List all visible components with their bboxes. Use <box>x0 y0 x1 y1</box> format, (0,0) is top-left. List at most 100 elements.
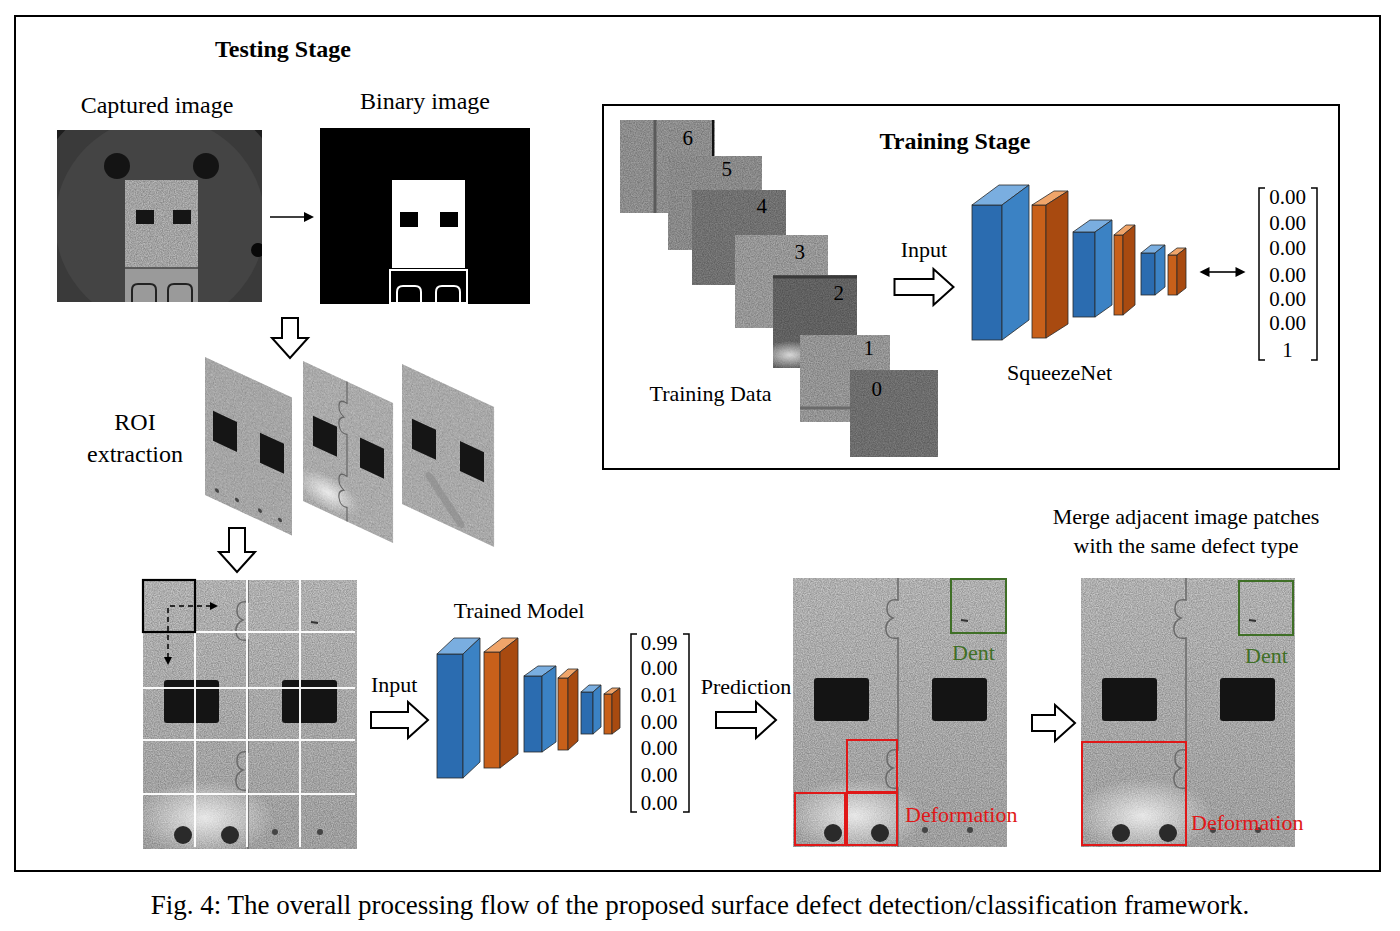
vector-bracket <box>1311 188 1317 360</box>
stage-heading: Training Stage <box>880 128 1031 156</box>
grid-patches <box>299 580 301 847</box>
grid-patches <box>135 580 357 856</box>
vector-value: 0.00 <box>1254 288 1322 310</box>
captured-photo <box>28 90 292 354</box>
grid-patches <box>143 793 355 795</box>
training-patch <box>773 276 857 279</box>
defect-label: Deformation <box>905 802 1017 827</box>
binary-photo <box>436 286 460 303</box>
image-heading: Captured image <box>37 92 277 120</box>
flow-connector <box>716 702 776 738</box>
arrow-head <box>1236 267 1246 277</box>
vector-value: 0.00 <box>626 737 692 759</box>
training-patch <box>850 370 938 457</box>
captured-photo <box>125 180 198 268</box>
cnn-network <box>437 654 463 778</box>
cnn-network <box>484 652 500 768</box>
roi-patch <box>215 488 219 494</box>
cnn-network <box>604 694 612 734</box>
roi-patch <box>460 441 484 482</box>
prediction-photo <box>847 793 897 845</box>
cnn-network <box>972 205 1002 340</box>
vector-value: 0.00 <box>1254 212 1322 234</box>
binary-image: Binary image <box>320 128 530 304</box>
grid-patches <box>210 602 218 610</box>
grid-patches <box>135 580 357 856</box>
image-heading: Binary image <box>310 88 540 116</box>
grid-patches <box>143 687 355 689</box>
binary-photo <box>392 180 465 268</box>
binary-photo <box>390 270 467 303</box>
flow-arrow <box>1032 705 1075 741</box>
cnn-network <box>1032 205 1046 338</box>
roi-patch <box>402 364 494 547</box>
figure-caption: Fig. 4: The overall processing flow of t… <box>0 890 1400 921</box>
arrow-label: Input <box>371 672 417 697</box>
vector-value: 1 <box>1254 339 1322 361</box>
vector-bracket <box>683 634 689 812</box>
flow-connector <box>1032 705 1075 741</box>
grid-patches <box>170 605 210 607</box>
vector-bracket <box>1259 188 1265 360</box>
roi-patch <box>205 357 292 536</box>
roi-patch <box>313 416 337 457</box>
captured-photo <box>168 284 192 302</box>
cnn-network <box>437 638 620 778</box>
captured-photo <box>136 210 154 224</box>
roi-patch <box>235 497 239 503</box>
vector-value: 0.00 <box>1254 264 1322 286</box>
cnn-network <box>542 666 556 752</box>
flow-arrow <box>219 528 255 572</box>
training-stage-box: Training Stage6543210Training DataSqueez… <box>602 104 1340 470</box>
vector-value: 0.00 <box>1254 237 1322 259</box>
captured-photo <box>57 130 262 302</box>
binary-photo <box>400 212 418 227</box>
prediction-photo <box>951 579 1006 633</box>
training-patch <box>620 120 938 457</box>
roi-patch <box>296 358 393 543</box>
cnn-network <box>463 638 480 778</box>
cnn-network <box>972 185 1186 340</box>
step-label: ROI extraction <box>75 406 195 471</box>
roi-patch <box>296 460 360 526</box>
captured-photo <box>57 130 262 302</box>
binary-photo <box>440 212 458 227</box>
cnn-network <box>568 669 578 750</box>
captured-photo <box>193 153 219 179</box>
captured-photo <box>125 180 198 268</box>
class-number: 5 <box>722 157 733 181</box>
class-number: 0 <box>872 377 883 401</box>
captured-photo <box>173 210 191 224</box>
prediction-photo <box>795 793 845 845</box>
defect-label: Deformation <box>1191 810 1303 835</box>
arrow-head <box>1200 267 1210 277</box>
roi-patch <box>430 477 460 523</box>
cnn-network <box>1123 225 1135 315</box>
cnn-network <box>524 676 542 752</box>
grid-patches <box>164 657 172 665</box>
roi-patch <box>213 411 237 452</box>
model-label: Trained Model <box>430 598 608 623</box>
edge-label: Input <box>900 237 948 262</box>
defect-label: Dent <box>952 640 995 665</box>
roi-patch <box>402 364 494 547</box>
cnn-network <box>1046 191 1068 338</box>
vector-bracket <box>631 634 637 812</box>
flow-arrow <box>272 318 308 358</box>
arrow-head <box>304 212 314 222</box>
binary-photo <box>320 128 530 304</box>
cnn-network <box>612 688 620 734</box>
vector-value: 0.00 <box>626 792 692 814</box>
prediction-image: DentDeformation <box>790 578 1030 848</box>
training-patch <box>712 120 714 160</box>
captured-photo <box>251 243 262 257</box>
merged-photo <box>1082 742 1186 845</box>
cnn-network <box>1095 220 1112 317</box>
training-patch <box>654 120 657 213</box>
captured-photo <box>125 268 198 302</box>
edge-label: Prediction <box>700 674 792 699</box>
captured-photo <box>125 267 198 269</box>
cnn-network <box>1168 255 1177 295</box>
vector-value: 0.00 <box>1254 186 1322 208</box>
